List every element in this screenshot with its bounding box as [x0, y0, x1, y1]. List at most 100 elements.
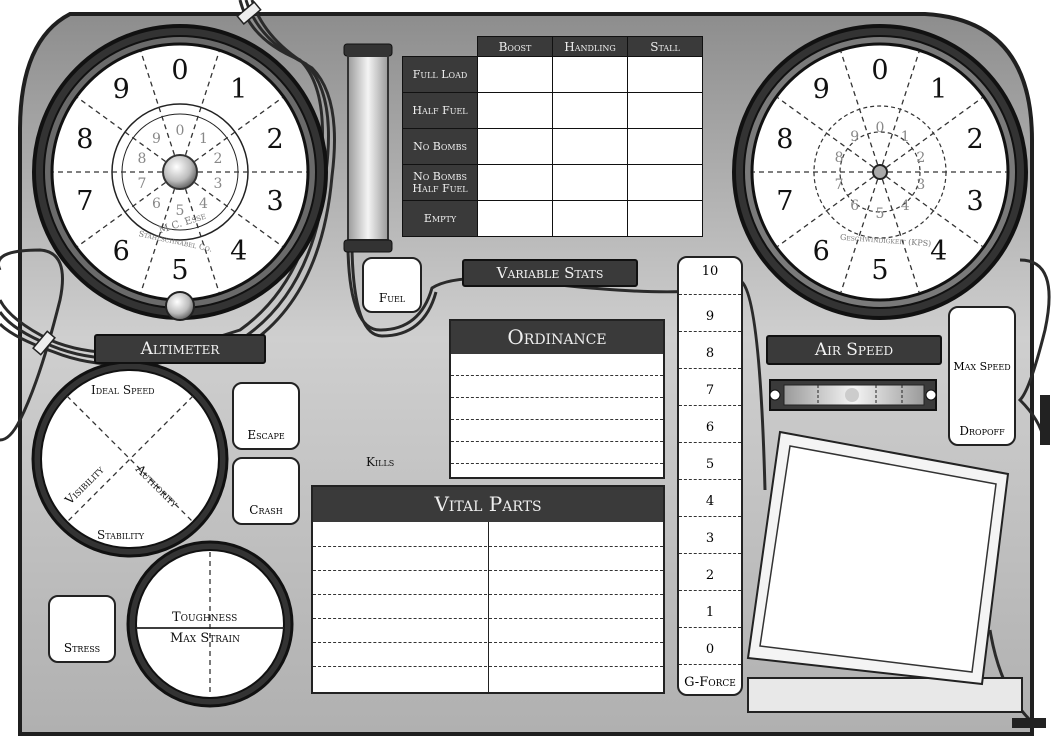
gforce-level[interactable]: 10: [679, 258, 741, 295]
performance-cell[interactable]: [627, 56, 703, 93]
performance-cell[interactable]: [627, 92, 703, 129]
performance-row: No Bombs: [402, 128, 703, 165]
gforce-label: G-Force: [684, 675, 736, 690]
altimeter-outer-digit: 2: [266, 124, 284, 156]
altimeter-outer-digit: 5: [171, 255, 189, 287]
airspeed-outer-digit: 7: [776, 186, 794, 218]
ordinance-line[interactable]: [451, 376, 663, 398]
stress-box[interactable]: Stress: [48, 595, 116, 663]
dial-tick: [194, 96, 284, 162]
gforce-level[interactable]: 8: [679, 332, 741, 369]
col-stall: Stall: [627, 36, 703, 57]
airspeed-outer-digit: 1: [930, 74, 948, 106]
escape-box[interactable]: Escape: [232, 382, 300, 450]
compass-ideal-speed: Ideal Speed: [91, 383, 155, 397]
crash-box[interactable]: Crash: [232, 457, 300, 525]
dropoff-label: Dropoff: [959, 424, 1005, 438]
airspeed-inner-digit: 0: [875, 120, 885, 137]
dial-tick: [76, 182, 166, 248]
ordinance-line[interactable]: [451, 398, 663, 420]
performance-cell[interactable]: [477, 164, 553, 201]
altimeter-inner-digit: 2: [213, 150, 223, 167]
ordinance-panel: Ordinance: [449, 319, 665, 479]
altimeter-inner-digit: 4: [199, 195, 208, 212]
altimeter-inner-digit: 3: [213, 175, 223, 192]
col-boost: Boost: [477, 36, 553, 57]
airspeed-inner-digit: 5: [875, 206, 885, 223]
performance-cell[interactable]: [552, 200, 628, 237]
col-handling: Handling: [552, 36, 628, 57]
variable-stats-plate: Variable Stats: [462, 259, 638, 287]
performance-row-label: No Bombs Half Fuel: [402, 164, 478, 201]
vital-parts-panel: Vital Parts: [311, 485, 665, 694]
performance-cell[interactable]: [552, 128, 628, 165]
gforce-level[interactable]: 1: [679, 591, 741, 628]
gforce-level[interactable]: 2: [679, 554, 741, 591]
max-speed-box[interactable]: Max Speed Dropoff: [948, 306, 1016, 446]
fuel-box[interactable]: Fuel: [362, 257, 422, 313]
dial-tick: [76, 96, 166, 162]
airspeed-outer-digit: 5: [871, 255, 889, 287]
gforce-level[interactable]: 4: [679, 480, 741, 517]
airspeed-outer-digit: 8: [776, 124, 794, 156]
gforce-level[interactable]: 7: [679, 369, 741, 406]
altimeter-outer-digit: 1: [230, 74, 248, 106]
dial-tick: [140, 51, 176, 156]
dial-tick: [184, 188, 220, 293]
ordinance-line[interactable]: [451, 442, 663, 464]
vital-parts-divider: [488, 522, 489, 692]
altimeter-inner-digit: 8: [137, 150, 147, 167]
altimeter-plate: Altimeter: [94, 334, 266, 364]
airspeed-inner-digit: 3: [916, 176, 926, 193]
performance-cell[interactable]: [477, 128, 553, 165]
gforce-level[interactable]: 0: [679, 628, 741, 665]
airspeed-inner-digit: 8: [834, 150, 844, 167]
gforce-level[interactable]: 3: [679, 517, 741, 554]
performance-cell[interactable]: [627, 128, 703, 165]
escape-label: Escape: [247, 428, 285, 442]
airspeed-inner-digit: 2: [916, 150, 926, 167]
toughness-label: Toughness: [172, 610, 238, 625]
gforce-level[interactable]: 5: [679, 443, 741, 480]
altimeter-outer-digit: 8: [76, 124, 94, 156]
altimeter-inner-digit: 9: [152, 130, 161, 147]
airspeed-plate: Air Speed: [766, 335, 942, 365]
performance-cell[interactable]: [552, 164, 628, 201]
performance-cell[interactable]: [477, 92, 553, 129]
performance-cell[interactable]: [627, 200, 703, 237]
performance-row-label: No Bombs: [402, 128, 478, 165]
dial-tick: [194, 182, 284, 248]
ordinance-line[interactable]: [451, 464, 663, 484]
altimeter-label: Altimeter: [140, 339, 220, 359]
fuel-label: Fuel: [378, 291, 406, 305]
altimeter-inner-digit: 0: [175, 123, 185, 140]
dial-tick: [840, 51, 879, 165]
gforce-level[interactable]: 9: [679, 295, 741, 332]
dial-tick: [776, 176, 874, 248]
performance-row-label: Empty: [402, 200, 478, 237]
performance-row-label: Full Load: [402, 56, 478, 93]
max-speed-label: Max Speed: [953, 360, 1011, 373]
ordinance-line[interactable]: [451, 420, 663, 442]
airspeed-inner-digit: 7: [834, 176, 844, 193]
airspeed-inner-digit: 6: [850, 198, 860, 215]
gforce-level[interactable]: 6: [679, 406, 741, 443]
altimeter-inner-digit: 7: [137, 175, 147, 192]
airspeed-outer-digit: 3: [966, 186, 984, 218]
ordinance-header: Ordinance: [451, 321, 663, 354]
altimeter-outer-digit: 9: [112, 74, 130, 106]
performance-cell[interactable]: [552, 92, 628, 129]
performance-cell[interactable]: [477, 200, 553, 237]
airspeed-inner-digit: 9: [850, 128, 860, 145]
altimeter-outer-digit: 7: [76, 186, 94, 218]
performance-cell[interactable]: [477, 56, 553, 93]
ordinance-line[interactable]: [451, 354, 663, 376]
performance-cell[interactable]: [552, 56, 628, 93]
performance-row: No Bombs Half Fuel: [402, 164, 703, 201]
kills-label: Kills: [366, 455, 395, 469]
performance-cell[interactable]: [627, 164, 703, 201]
airspeed-outer-digit: 9: [812, 74, 830, 106]
dial-tick: [881, 179, 920, 293]
altimeter-inner-digit: 5: [175, 203, 185, 220]
